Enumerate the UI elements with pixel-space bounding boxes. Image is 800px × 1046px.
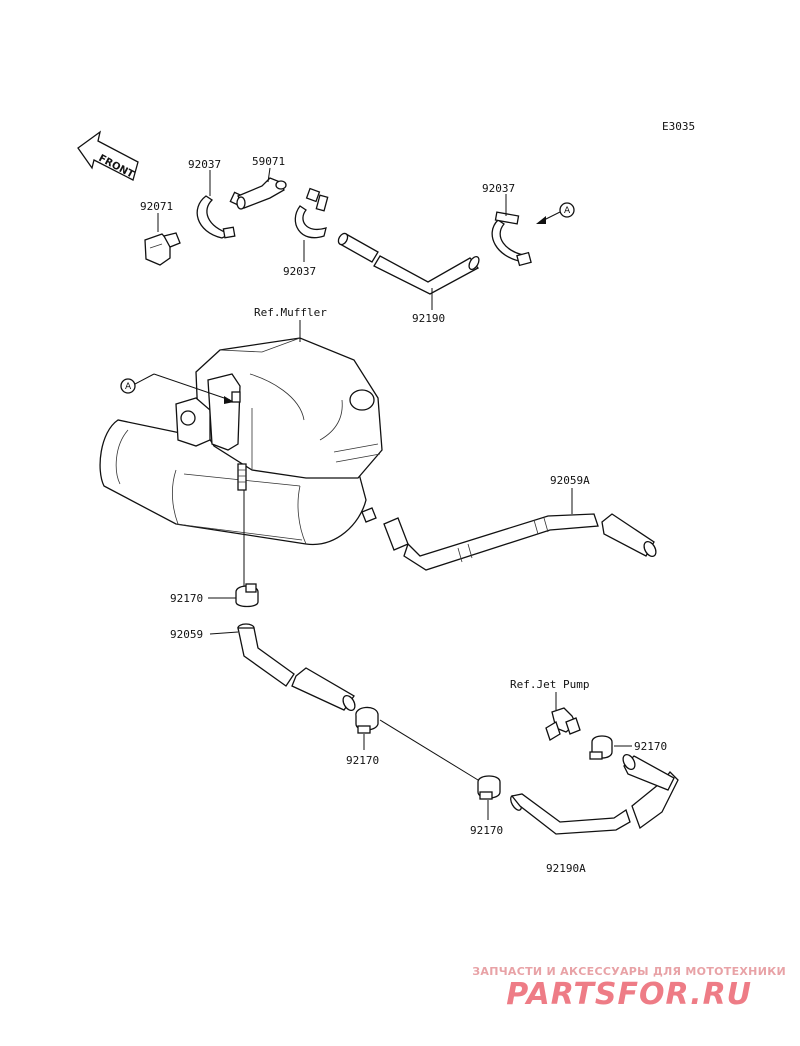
part-92059-hose[interactable] <box>237 623 357 712</box>
watermark: ЗАПЧАСТИ И АКСЕССУАРЫ ДЛЯ МОТОТЕХНИКИ PA… <box>472 965 786 1012</box>
part-92190a-hose[interactable] <box>509 753 679 835</box>
part-92071-plug[interactable] <box>144 232 181 266</box>
callout-a-left: A <box>120 373 234 404</box>
label-92170-d: 92170 <box>470 824 503 837</box>
part-92190-hose[interactable] <box>337 232 481 295</box>
muffler-assembly <box>99 337 383 546</box>
part-92170-clamp-d[interactable] <box>477 775 501 800</box>
label-92037-b: 92037 <box>283 265 316 278</box>
part-92170-clamp-b[interactable] <box>355 706 379 734</box>
ref-jet-pump-label: Ref.Jet Pump <box>510 678 589 691</box>
label-59071: 59071 <box>252 155 285 168</box>
part-92037-clamp-c[interactable] <box>491 211 532 267</box>
label-92190a: 92190A <box>546 862 586 875</box>
watermark-logo: PARTSFOR.RU <box>506 977 753 1012</box>
callout-a-top: A <box>536 202 575 224</box>
callout-letter-left: A <box>125 382 132 392</box>
diagram-code: E3035 <box>662 120 695 133</box>
label-92170-c: 92170 <box>634 740 667 753</box>
label-92037-c: 92037 <box>482 182 515 195</box>
part-92170-clamp-a[interactable] <box>235 583 259 608</box>
front-arrow-icon: FRONT <box>77 130 139 181</box>
part-92059a-hose[interactable] <box>383 513 658 571</box>
label-92190: 92190 <box>412 312 445 325</box>
label-92170-a: 92170 <box>170 592 203 605</box>
callout-letter-top: A <box>564 206 571 216</box>
label-92059: 92059 <box>170 628 203 641</box>
label-92170-b: 92170 <box>346 754 379 767</box>
label-92037-a: 92037 <box>188 158 221 171</box>
part-92037-clamp-b[interactable] <box>294 187 329 239</box>
part-92037-clamp-a[interactable] <box>196 191 245 239</box>
label-92071: 92071 <box>140 200 173 213</box>
part-59071-elbow-fitting[interactable] <box>236 177 287 210</box>
label-92059a: 92059A <box>550 474 590 487</box>
watermark-caption: ЗАПЧАСТИ И АКСЕССУАРЫ ДЛЯ МОТОТЕХНИКИ <box>472 965 786 978</box>
jet-pump-fitting <box>545 707 581 741</box>
part-92170-clamp-c[interactable] <box>589 735 613 760</box>
ref-muffler-label: Ref.Muffler <box>254 306 327 319</box>
